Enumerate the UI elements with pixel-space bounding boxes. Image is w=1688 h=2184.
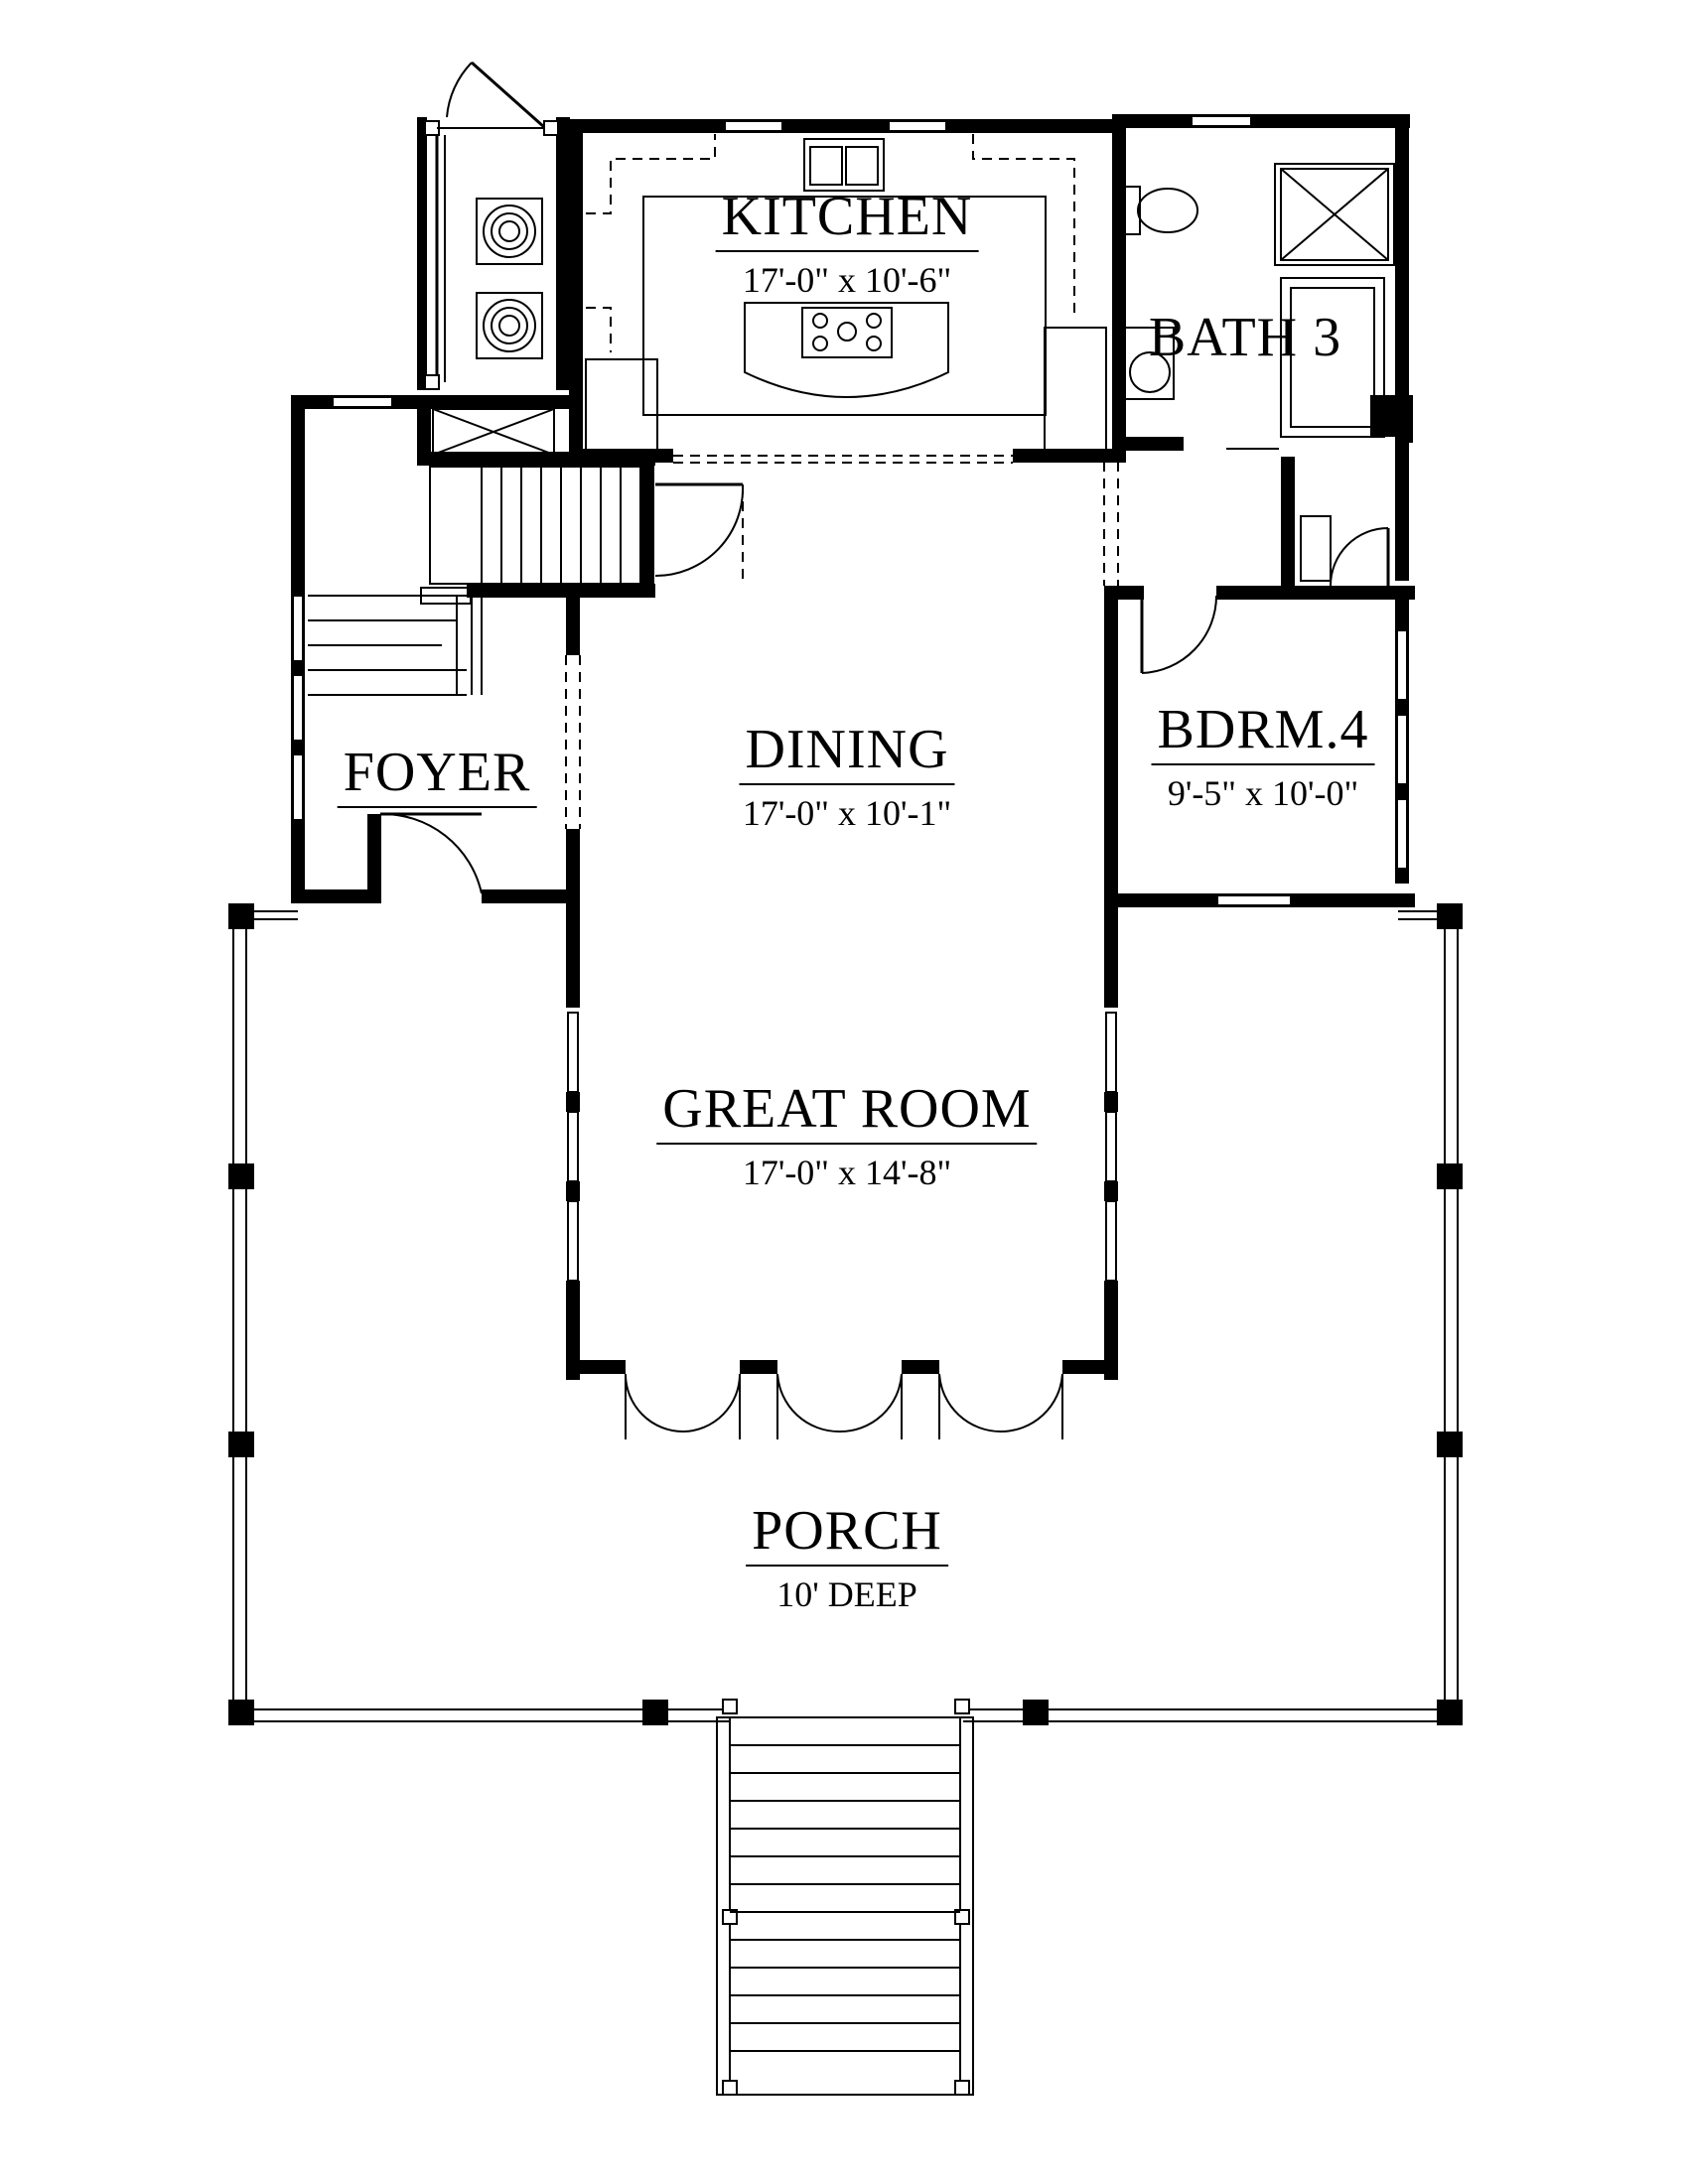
room-foyer-name: FOYER bbox=[337, 743, 537, 808]
doors bbox=[379, 61, 1390, 1439]
kitchen-fixtures bbox=[585, 134, 1107, 453]
room-great-room: GREAT ROOM 17'-0" x 14'-8" bbox=[656, 1079, 1038, 1194]
front-stairs bbox=[716, 1699, 974, 2096]
porch-posts bbox=[228, 903, 1463, 1725]
room-kitchen: KITCHEN 17'-0" x 10'-6" bbox=[715, 187, 979, 302]
room-dining-name: DINING bbox=[739, 720, 955, 785]
room-foyer: FOYER bbox=[337, 743, 537, 808]
windows bbox=[292, 115, 1408, 1282]
room-bath3-name: BATH 3 bbox=[1148, 307, 1342, 368]
room-bdrm4: BDRM.4 9'-5" x 10'-0" bbox=[1151, 700, 1375, 815]
walls bbox=[291, 114, 1415, 1380]
room-porch-dims: 10' DEEP bbox=[776, 1574, 917, 1614]
interior-stairs bbox=[308, 466, 641, 696]
room-bath3: BATH 3 bbox=[1143, 308, 1347, 371]
bath-fixtures bbox=[1119, 163, 1412, 438]
room-great-room-name: GREAT ROOM bbox=[656, 1079, 1038, 1145]
room-bdrm4-dims: 9'-5" x 10'-0" bbox=[1167, 773, 1359, 813]
room-great-room-dims: 17'-0" x 14'-8" bbox=[742, 1153, 952, 1192]
room-porch: PORCH 10' DEEP bbox=[746, 1501, 948, 1616]
room-bdrm4-name: BDRM.4 bbox=[1151, 700, 1375, 765]
mechanical-units bbox=[432, 198, 1332, 582]
room-porch-name: PORCH bbox=[746, 1501, 948, 1567]
openings bbox=[565, 455, 1119, 829]
room-kitchen-dims: 17'-0" x 10'-6" bbox=[742, 260, 952, 300]
room-kitchen-name: KITCHEN bbox=[715, 187, 979, 252]
room-dining-dims: 17'-0" x 10'-1" bbox=[742, 793, 952, 833]
room-dining: DINING 17'-0" x 10'-1" bbox=[739, 720, 955, 835]
